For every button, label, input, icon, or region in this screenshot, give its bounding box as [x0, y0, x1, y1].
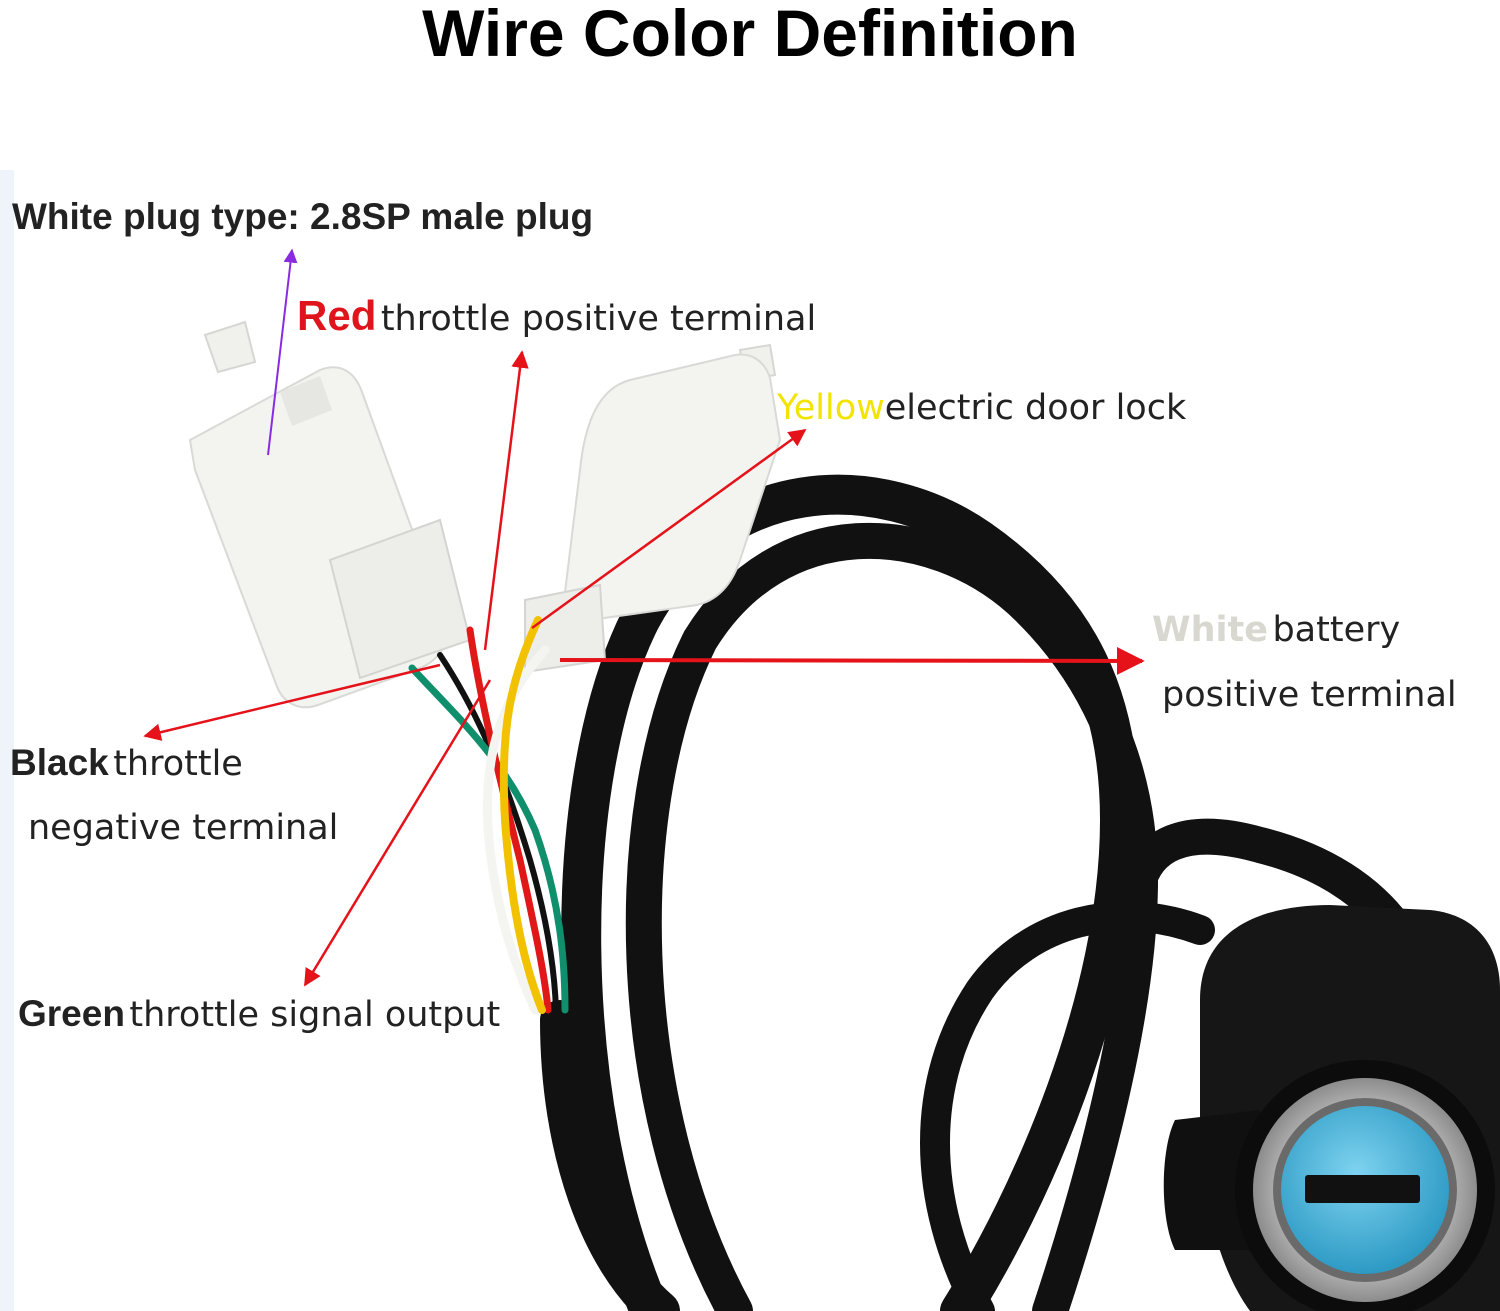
black-desc-line1: throttle	[113, 744, 243, 784]
arrow-green	[303, 679, 492, 987]
green-desc: throttle signal output	[129, 995, 501, 1035]
arrow-black	[143, 663, 441, 741]
left-edge-shade	[0, 170, 14, 1311]
pointer-arrows	[143, 350, 1145, 987]
label-white: White battery	[1152, 610, 1400, 650]
yellow-color-word: Yellow	[777, 388, 885, 428]
colored-wires	[408, 616, 569, 1015]
label-black: Black throttle	[10, 742, 243, 784]
key-slot	[1305, 1175, 1420, 1203]
black-color-word: Black	[10, 742, 109, 783]
white-desc-line2: positive terminal	[1162, 675, 1457, 715]
white-desc-line1: battery	[1272, 610, 1401, 650]
plug-type-label: White plug type: 2.8SP male plug	[12, 196, 594, 237]
green-color-word: Green	[18, 993, 125, 1034]
key-switch	[1163, 905, 1500, 1311]
black-desc-line2: negative terminal	[28, 808, 339, 848]
label-yellow: Yellowelectric door lock	[777, 388, 1186, 428]
arrow-white	[559, 646, 1145, 675]
red-color-word: Red	[297, 292, 377, 339]
white-plug-connector	[188, 320, 472, 709]
page-title: Wire Color Definition	[422, 0, 1078, 70]
red-desc: throttle positive terminal	[380, 299, 817, 339]
label-red: Red throttle positive terminal	[297, 292, 816, 340]
arrow-plug	[267, 248, 298, 456]
arrow-yellow	[531, 428, 807, 630]
arrow-red	[483, 350, 529, 651]
yellow-desc: electric door lock	[884, 388, 1187, 428]
cable-loops	[540, 474, 1418, 1311]
label-green: Green throttle signal output	[18, 993, 500, 1035]
white-color-word: White	[1152, 610, 1268, 650]
